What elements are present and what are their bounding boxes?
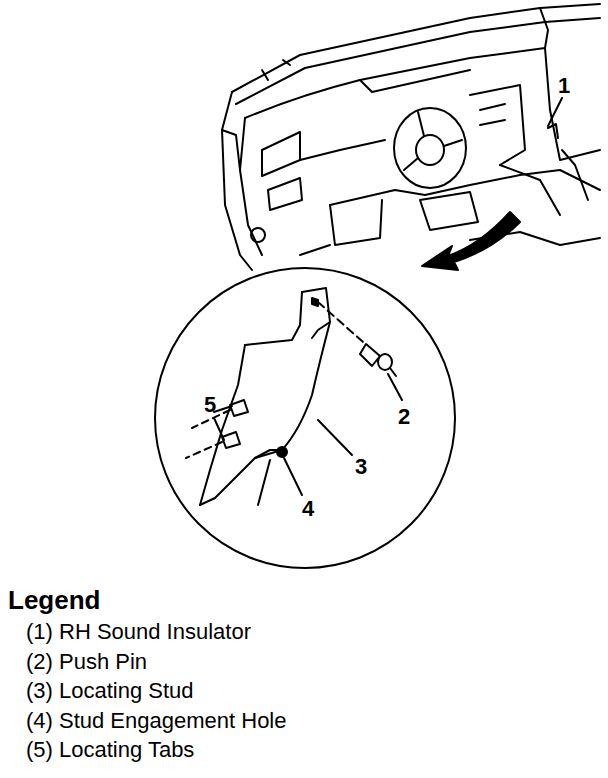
legend-entry: (4) Stud Engagement Hole bbox=[26, 709, 287, 733]
callout-number: 2 bbox=[398, 405, 410, 429]
direction-arrow bbox=[422, 212, 520, 270]
leader-line bbox=[318, 420, 352, 455]
push-pin bbox=[318, 302, 396, 376]
callout-number: 5 bbox=[204, 393, 216, 417]
detail-circle bbox=[155, 268, 455, 568]
legend-heading: Legend bbox=[8, 586, 100, 615]
leader-line bbox=[388, 374, 402, 400]
leader-line bbox=[548, 98, 562, 126]
legend-entry: (1) RH Sound Insulator bbox=[26, 620, 251, 644]
legend-entry: (5) Locating Tabs bbox=[26, 738, 194, 762]
callout-number: 1 bbox=[558, 74, 570, 98]
instrument-panel-view bbox=[222, 4, 600, 270]
legend-entry: (3) Locating Stud bbox=[26, 679, 194, 703]
leader-line bbox=[284, 458, 302, 495]
callout-number: 4 bbox=[302, 497, 314, 521]
stud-engagement-hole bbox=[277, 447, 287, 457]
legend-entry: (2) Push Pin bbox=[26, 650, 147, 674]
callout-number: 3 bbox=[355, 455, 367, 479]
sound-insulator-panel bbox=[200, 288, 330, 505]
leader-line bbox=[258, 460, 270, 505]
locating-tabs bbox=[186, 400, 248, 458]
